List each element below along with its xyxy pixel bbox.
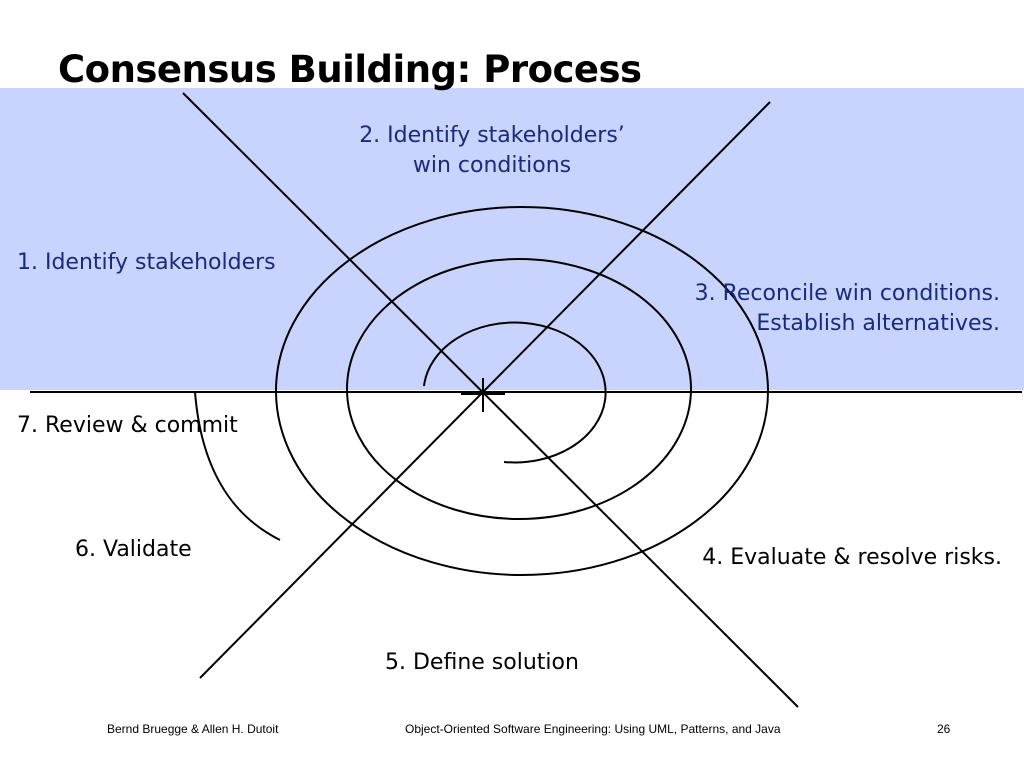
step-3-line-2: Establish alternatives.	[756, 311, 1000, 336]
outermost-spiral-arc	[194, 391, 281, 541]
outer-ring	[275, 206, 769, 576]
step-2-label: 2. Identify stakeholders’ win conditions	[300, 121, 684, 181]
step-1-label: 1. Identify stakeholders	[17, 250, 276, 275]
step-2-line-2: win conditions	[412, 153, 572, 178]
footer-book-title: Object-Oriented Software Engineering: Us…	[405, 722, 781, 736]
footer-authors: Bernd Bruegge & Allen H. Dutoit	[107, 722, 279, 736]
diagonal-line-nw-se	[182, 92, 799, 708]
step-2-line-1: 2. Identify stakeholders’	[359, 123, 625, 148]
step-4-label: 4. Evaluate & resolve risks.	[702, 545, 1002, 570]
step-3-line-1: 3. Reconcile win conditions.	[694, 281, 1000, 306]
step-6-label: 6. Validate	[75, 537, 192, 562]
middle-ring	[346, 258, 692, 520]
step-3-label: 3. Reconcile win conditions. Establish a…	[695, 279, 1000, 339]
footer-page-number: 26	[937, 722, 951, 736]
diagonal-line-ne-sw	[199, 101, 771, 679]
inner-spiral-arc	[423, 321, 607, 464]
step-7-label: 7. Review & commit	[17, 413, 238, 438]
step-5-label: 5. Define solution	[385, 650, 579, 675]
slide-title: Consensus Building: Process	[58, 48, 642, 91]
blue-background-band	[0, 88, 1024, 390]
